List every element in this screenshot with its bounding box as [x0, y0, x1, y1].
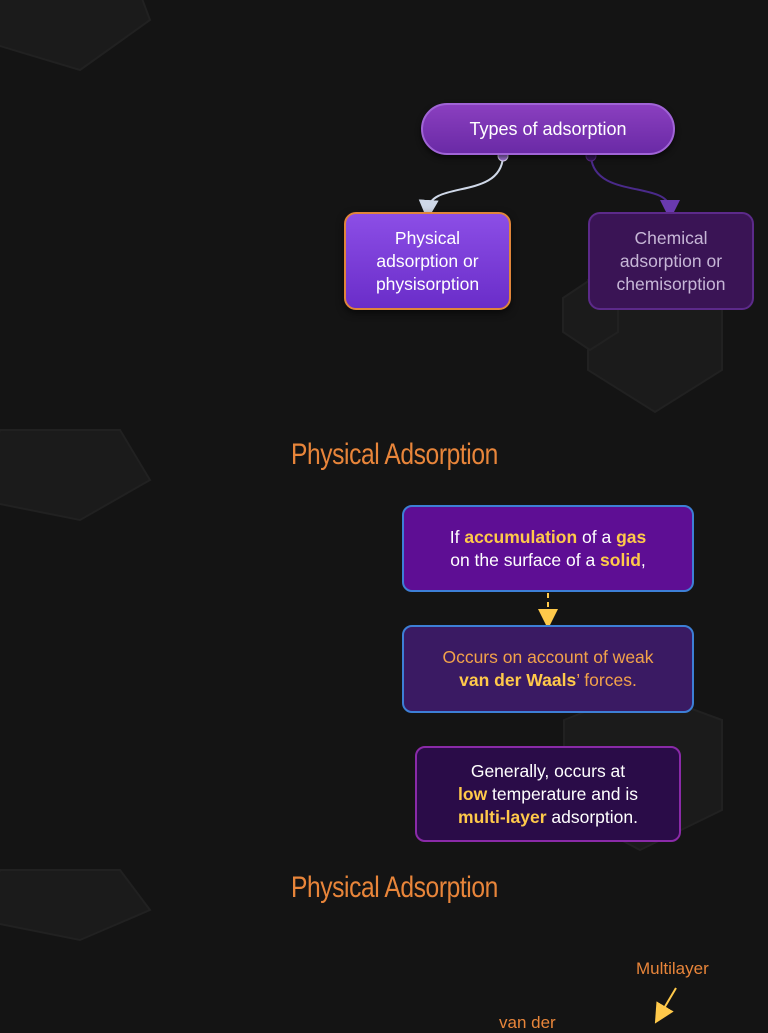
bg-hex-shape — [0, 0, 152, 72]
highlight: multi-layer — [458, 806, 547, 827]
box-line: on the surface of a solid, — [450, 549, 646, 572]
section-title: Physical Adsorption — [291, 438, 498, 471]
node-line: Chemical — [634, 227, 708, 248]
node-physical-adsorption: Physical adsorption or physisorption — [344, 212, 511, 310]
box-line: van der Waals’ forces. — [442, 669, 653, 692]
node-types-of-adsorption: Types of adsorption — [421, 103, 675, 155]
node-label: Chemical adsorption or chemisorption — [617, 227, 726, 296]
node-label: Physical adsorption or physisorption — [376, 227, 479, 296]
label-van-der-waals: van der — [499, 1013, 556, 1032]
box-line: low temperature and is — [458, 783, 638, 806]
box-line: If accumulation of a gas — [450, 526, 646, 549]
box-line: Occurs on account of weak — [442, 647, 654, 667]
node-line: Physical — [394, 227, 461, 248]
box-forces: Occurs on account of weak van der Waals’… — [402, 625, 694, 713]
text: on the surface of a — [450, 549, 601, 570]
node-label: Types of adsorption — [469, 118, 627, 139]
bg-hex-shape — [0, 869, 152, 942]
text: of a — [577, 526, 617, 547]
label-multilayer: Multilayer — [636, 959, 709, 978]
highlight: accumulation — [464, 526, 578, 547]
box-line: Generally, occurs at — [470, 760, 626, 781]
box-line: multi-layer adsorption. — [458, 806, 638, 829]
highlight: low — [458, 783, 488, 804]
highlight: van der Waals — [459, 670, 577, 690]
box-text: Occurs on account of weak van der Waals’… — [442, 646, 653, 692]
highlight: solid — [600, 549, 641, 570]
multilayer-arrow — [654, 987, 677, 1024]
text: , — [640, 549, 646, 570]
connector-to-chemical — [590, 156, 680, 220]
box-temperature: Generally, occurs at low temperature and… — [415, 746, 681, 842]
node-chemical-adsorption: Chemical adsorption or chemisorption — [588, 212, 754, 310]
section-title: Physical Adsorption — [291, 871, 498, 904]
bg-hex-shape — [0, 429, 152, 522]
text: temperature and is — [487, 783, 638, 804]
node-line: adsorption or — [376, 250, 479, 271]
box-text: If accumulation of a gas on the surface … — [450, 526, 646, 572]
text: ’ forces. — [576, 670, 637, 690]
node-line: physisorption — [375, 273, 480, 294]
text: If — [449, 526, 465, 547]
box-text: Generally, occurs at low temperature and… — [458, 760, 638, 829]
box-definition: If accumulation of a gas on the surface … — [402, 505, 694, 592]
node-line: adsorption or — [619, 250, 723, 271]
text: adsorption. — [546, 806, 638, 827]
highlight: gas — [616, 526, 647, 547]
connector-to-physical — [418, 156, 504, 220]
node-line: chemisorption — [616, 273, 726, 294]
